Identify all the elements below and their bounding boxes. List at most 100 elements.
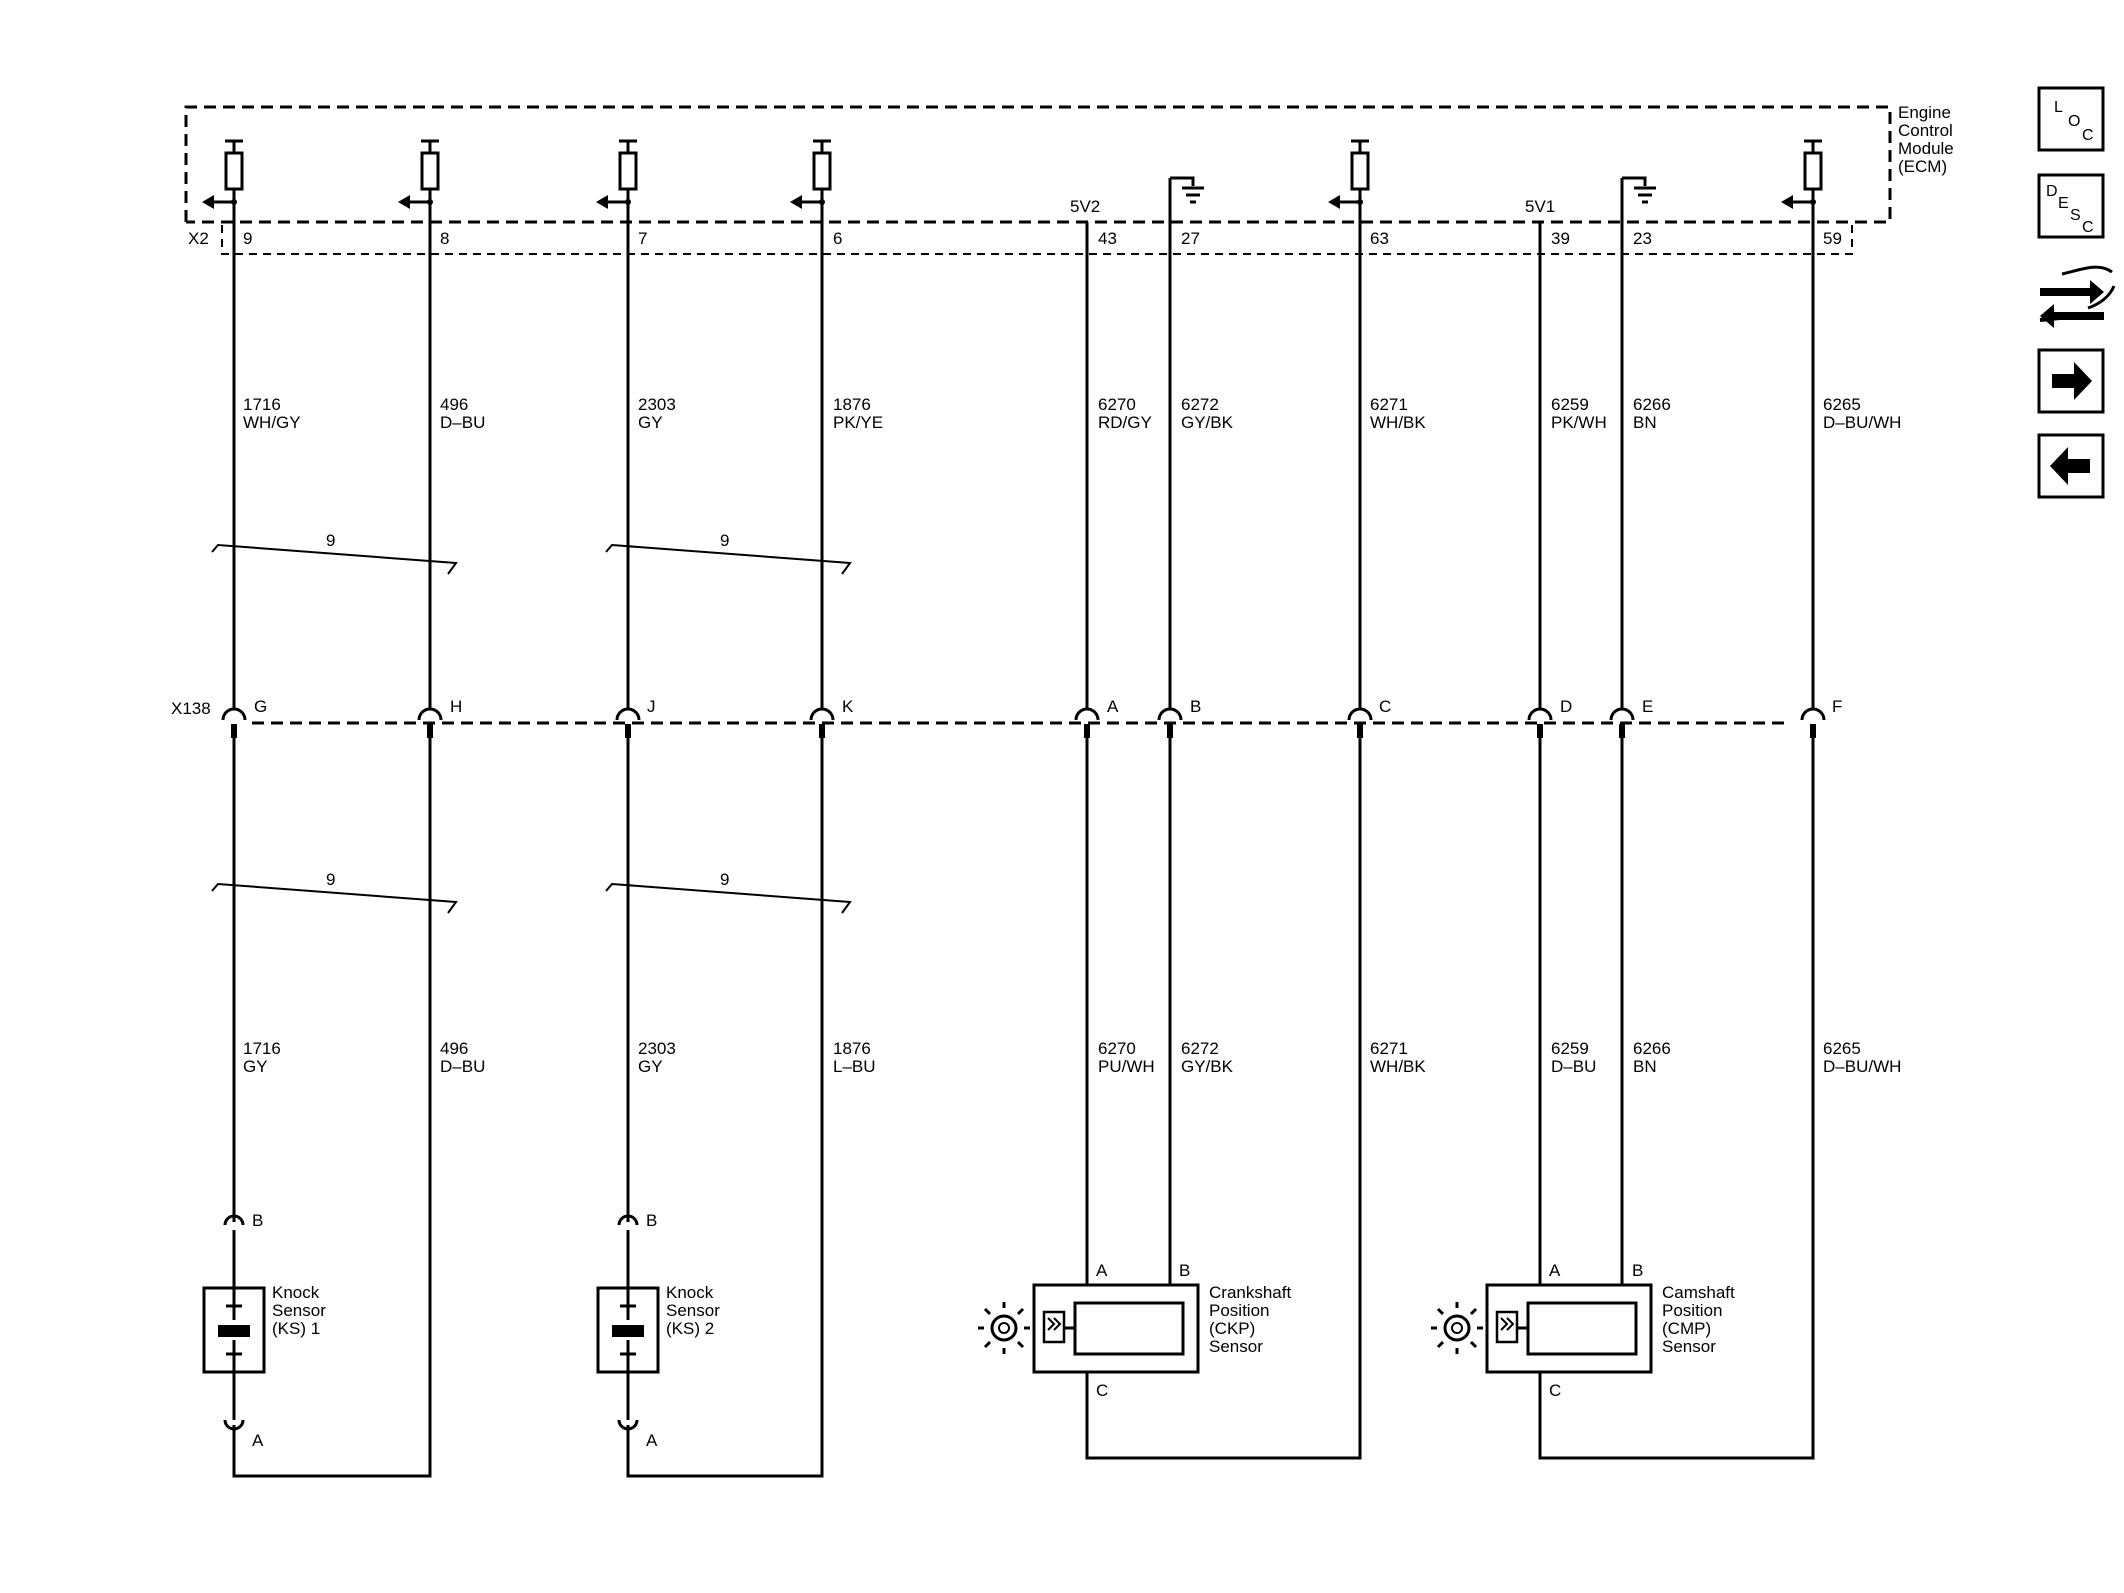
ecm-pin: 6 <box>833 229 842 248</box>
description-button[interactable]: D E S C <box>2037 173 2105 239</box>
ecm-name-line-4: (ECM) <box>1898 157 1947 176</box>
wire-color-label: L–BU <box>833 1057 876 1076</box>
nav-toolbar: L O C D E S C <box>2037 86 2116 499</box>
knock-sensor-2-label-3: (KS) 2 <box>666 1319 714 1338</box>
ecm-pin: 27 <box>1181 229 1200 248</box>
ckp-pin-c: C <box>1096 1381 1108 1400</box>
upper-wire-labels: 1716 WH/GY 496 D–BU 2303 GY 1876 PK/YE 6… <box>243 395 1901 432</box>
ecm-pin: 59 <box>1823 229 1842 248</box>
inline-pin: J <box>647 697 656 716</box>
inline-pin: E <box>1642 697 1653 716</box>
wire-circuit-label: 6272 <box>1181 1039 1219 1058</box>
arrow-left-icon <box>202 195 214 209</box>
junction-dot <box>819 199 825 205</box>
wire-circuit-label: 6265 <box>1823 1039 1861 1058</box>
junction-dot <box>1357 199 1363 205</box>
resistor <box>812 151 832 191</box>
ecm-module: Engine Control Module (ECM) X2 5V2 5V1 <box>184 103 1954 255</box>
wire-circuit-label: 6265 <box>1823 395 1861 414</box>
wire-color-label: D–BU <box>1551 1057 1596 1076</box>
ecm-pin: 39 <box>1551 229 1570 248</box>
ecm-pin: 63 <box>1370 229 1389 248</box>
wire-circuit-label: 6270 <box>1098 1039 1136 1058</box>
inline-terminal <box>1800 707 1826 721</box>
inline-terminal <box>1347 707 1373 721</box>
inline-pin: K <box>842 697 854 716</box>
wire-color-label: PK/YE <box>833 413 883 432</box>
resistor <box>618 151 638 191</box>
inline-pin-mark <box>231 724 237 738</box>
wire-color-label: D–BU <box>440 1057 485 1076</box>
knock-sensor-1-label-3: (KS) 1 <box>272 1319 320 1338</box>
resistor <box>420 151 440 191</box>
inline-terminal <box>1074 707 1100 721</box>
wire-circuit-label: 1716 <box>243 395 281 414</box>
inline-pin: F <box>1832 697 1842 716</box>
inline-pin: H <box>450 697 462 716</box>
arrow-left-icon <box>2050 447 2090 485</box>
junction-dot <box>427 199 433 205</box>
inline-terminal <box>1609 707 1635 721</box>
wire-color-label: GY/BK <box>1181 1057 1234 1076</box>
wire-circuit-label: 6259 <box>1551 1039 1589 1058</box>
desc-letter: S <box>2070 207 2081 224</box>
cmp-label-2: Position <box>1662 1301 1722 1320</box>
wire-color-label: WH/GY <box>243 413 301 432</box>
wire-color-label: BN <box>1633 1057 1657 1076</box>
next-page-button[interactable] <box>2037 348 2105 414</box>
wire-circuit-label: 496 <box>440 1039 468 1058</box>
inline-terminal <box>221 707 247 721</box>
inline-pin-mark <box>625 724 631 738</box>
ckp-sensor: A B C Crankshaft Position (CKP) Sensor <box>978 727 1362 1460</box>
wire-circuit-label: 2303 <box>638 1039 676 1058</box>
knock-sensor-2-label-2: Sensor <box>666 1301 720 1320</box>
ecm-internal-circuits <box>202 139 1823 209</box>
wire-circuit-label: 6272 <box>1181 395 1219 414</box>
loc-letter: O <box>2068 113 2080 130</box>
cmp-pin-c: C <box>1549 1381 1561 1400</box>
wire-color-label: GY <box>638 413 663 432</box>
arrow-left-icon <box>1328 195 1340 209</box>
inline-pin-mark <box>1537 724 1543 738</box>
wire-color-label: PK/WH <box>1551 413 1607 432</box>
knock-sensor-1-element <box>218 1325 250 1337</box>
wire-circuit-label: 6266 <box>1633 395 1671 414</box>
inline-pin: C <box>1379 697 1391 716</box>
cmp-label-3: (CMP) <box>1662 1319 1711 1338</box>
inline-pin: A <box>1107 697 1119 716</box>
inline-connector-label: X138 <box>171 699 211 718</box>
knock-sensor-1-label-1: Knock <box>272 1283 320 1302</box>
ground-lead <box>1622 176 1647 186</box>
location-button[interactable]: L O C <box>2037 86 2105 152</box>
cmp-sensor: A B C Camshaft Position (CMP) Sensor <box>1431 727 1815 1460</box>
wire-circuit-label: 6270 <box>1098 395 1136 414</box>
connector-end-view-button[interactable] <box>2039 265 2116 328</box>
arrow-right-icon <box>2052 362 2092 400</box>
twist-label: 9 <box>720 531 729 550</box>
ecm-pin-labels: 9 8 7 6 43 27 63 39 23 59 <box>243 229 1842 248</box>
resistor <box>224 151 244 191</box>
cmp-pin-b: B <box>1632 1261 1643 1280</box>
wire-color-label: WH/BK <box>1370 1057 1426 1076</box>
inline-pin-mark <box>1619 724 1625 738</box>
inline-pin: D <box>1560 697 1572 716</box>
desc-letter: E <box>2058 195 2069 212</box>
loc-letter: C <box>2082 127 2094 144</box>
inline-terminal <box>417 707 443 721</box>
ref-5v1-label: 5V1 <box>1525 197 1555 216</box>
knock-sensor-2-pin-a: A <box>646 1431 658 1450</box>
junction-dot <box>625 199 631 205</box>
cmp-pin-a: A <box>1549 1261 1561 1280</box>
ckp-label-3: (CKP) <box>1209 1319 1255 1338</box>
ecm-name-line-1: Engine <box>1898 103 1951 122</box>
ckp-label-4: Sensor <box>1209 1337 1263 1356</box>
ecm-pin: 23 <box>1633 229 1652 248</box>
previous-page-button[interactable] <box>2037 433 2105 499</box>
knock-sensor-2-element <box>612 1325 644 1337</box>
inline-terminal <box>615 707 641 721</box>
arrow-left-icon <box>398 195 410 209</box>
ecm-connector-label: X2 <box>188 229 209 248</box>
inline-pin: B <box>1190 697 1201 716</box>
harness-wires <box>221 178 1826 1285</box>
